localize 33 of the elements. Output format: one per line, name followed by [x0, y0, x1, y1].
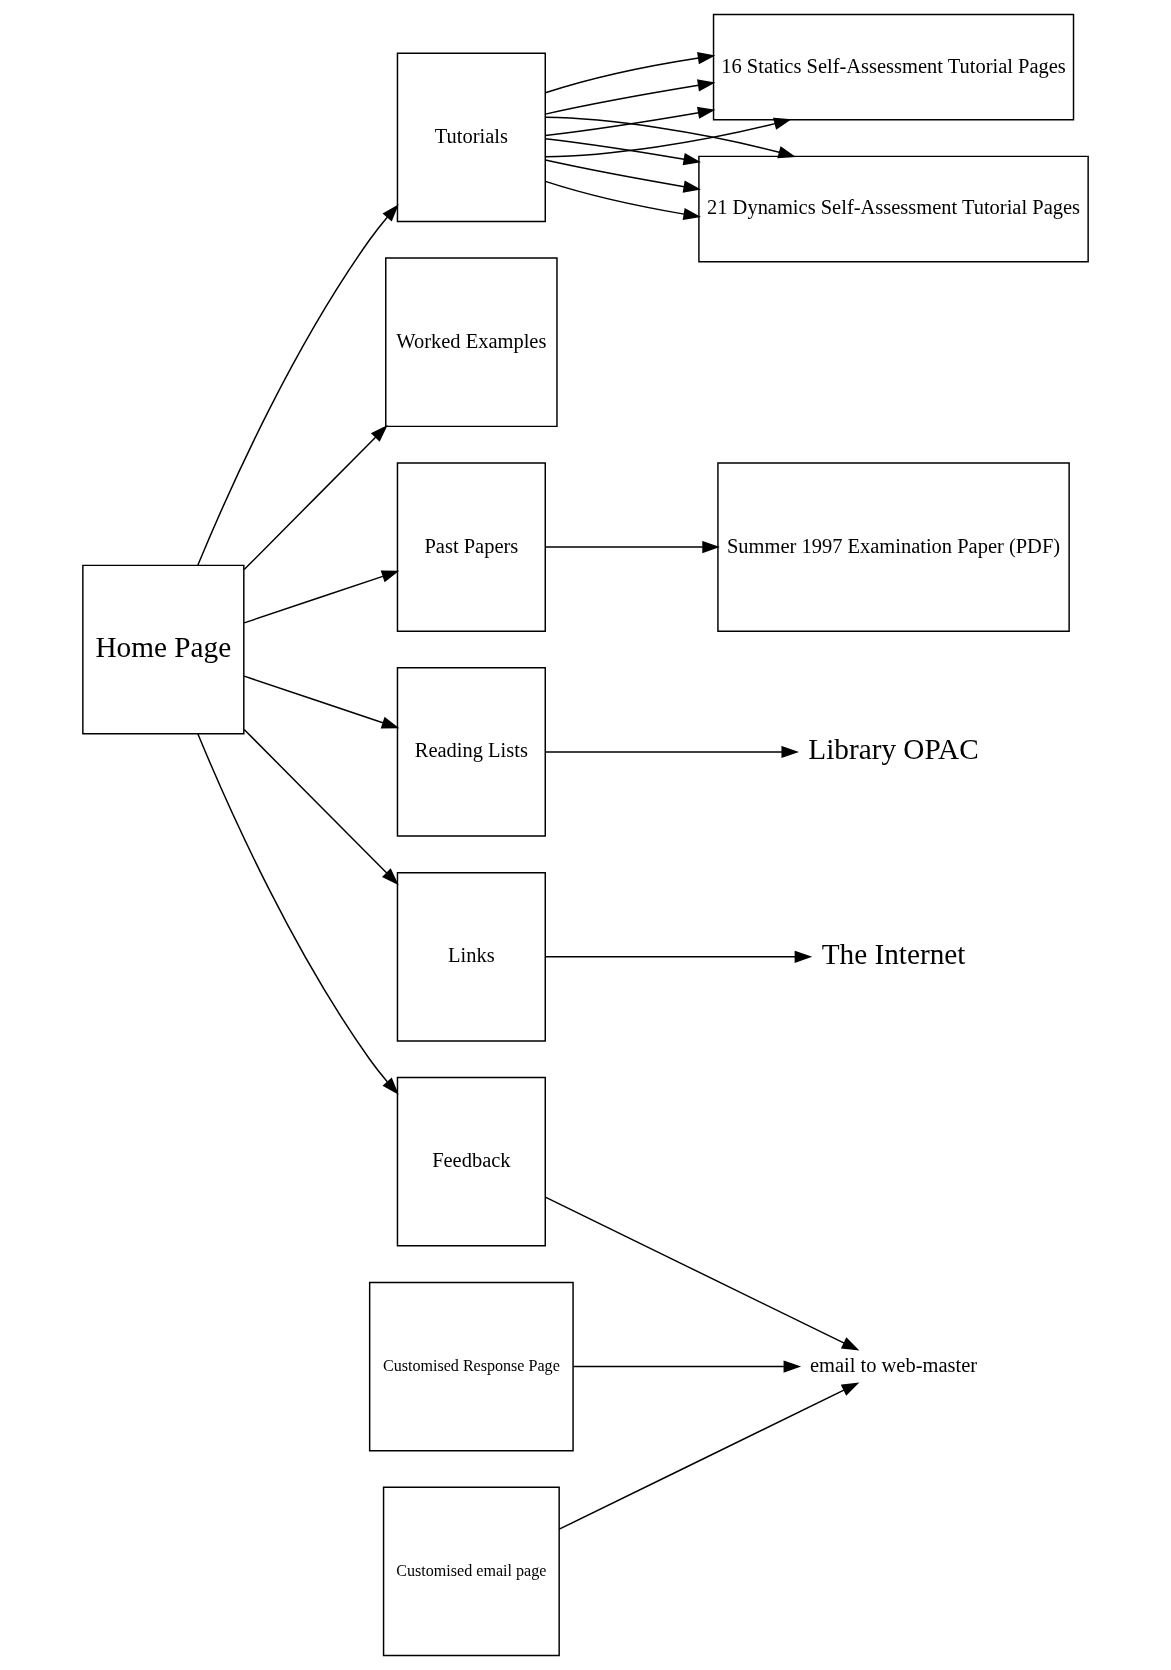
- node-box: Reading Lists: [396, 667, 546, 837]
- arrow: [544, 159, 701, 193]
- arrow: [544, 1196, 860, 1351]
- arrow: [544, 745, 800, 759]
- node-box: 21 Dynamics Self-Assessment Tutorial Pages: [698, 155, 1089, 263]
- arrow: [243, 425, 388, 571]
- arrow: [197, 204, 399, 566]
- arrow: [544, 106, 716, 137]
- arrow: [544, 137, 701, 166]
- node-box: Feedback: [396, 1076, 546, 1247]
- node-box: Past Papers: [396, 462, 546, 632]
- node-box: Summer 1997 Examination Paper (PDF): [717, 462, 1070, 632]
- node-box: Links: [396, 871, 546, 1042]
- arrow: [572, 1360, 802, 1373]
- node-box: Customised Response Page: [368, 1281, 574, 1452]
- arrow: [558, 1382, 860, 1530]
- arrow: [544, 180, 701, 221]
- node-box: Customised email page: [382, 1486, 560, 1657]
- node-text: Library OPAC: [808, 733, 979, 766]
- node-box: 16 Statics Self-Assessment Tutorial Pages: [712, 13, 1075, 121]
- arrow: [243, 675, 400, 729]
- arrow: [243, 570, 400, 624]
- arrow: [197, 733, 399, 1095]
- arrow: [544, 540, 720, 554]
- arrow: [544, 51, 716, 94]
- arrow: [243, 728, 399, 886]
- node-box: Worked Examples: [385, 257, 558, 428]
- arrow: [544, 79, 716, 115]
- node-text: email to web-master: [809, 1353, 978, 1376]
- node-box: Home Page: [82, 564, 245, 735]
- node-box: Tutorials: [396, 52, 546, 223]
- arrow: [544, 950, 813, 963]
- node-text: The Internet: [821, 938, 966, 971]
